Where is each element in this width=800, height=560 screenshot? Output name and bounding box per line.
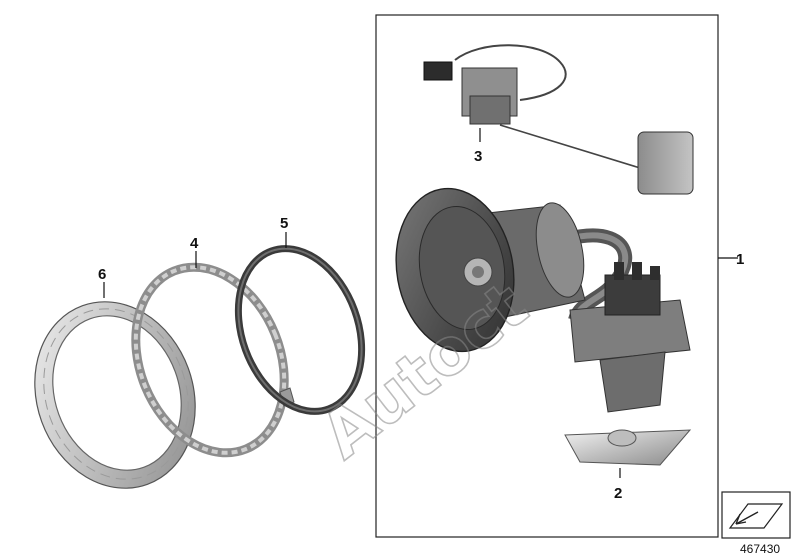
- arrow-icon: [728, 503, 784, 529]
- locking-ring-part: [34, 301, 196, 489]
- callout-3: 3: [474, 148, 482, 165]
- callout-2: 2: [614, 485, 622, 502]
- seal-ring-part: [234, 245, 366, 415]
- callout-1: 1: [736, 251, 744, 268]
- fuel-pump-assembly-part: [395, 187, 691, 413]
- retaining-plate-part: [564, 429, 692, 466]
- assembly-frame: [375, 14, 719, 538]
- callout-4: 4: [190, 235, 199, 252]
- diagram-id-number: 467430: [740, 542, 780, 556]
- level-sender-part: [423, 44, 694, 195]
- callout-5: 5: [280, 215, 288, 232]
- diagram-id-box: 467430: [721, 491, 791, 556]
- callout-6: 6: [98, 266, 106, 283]
